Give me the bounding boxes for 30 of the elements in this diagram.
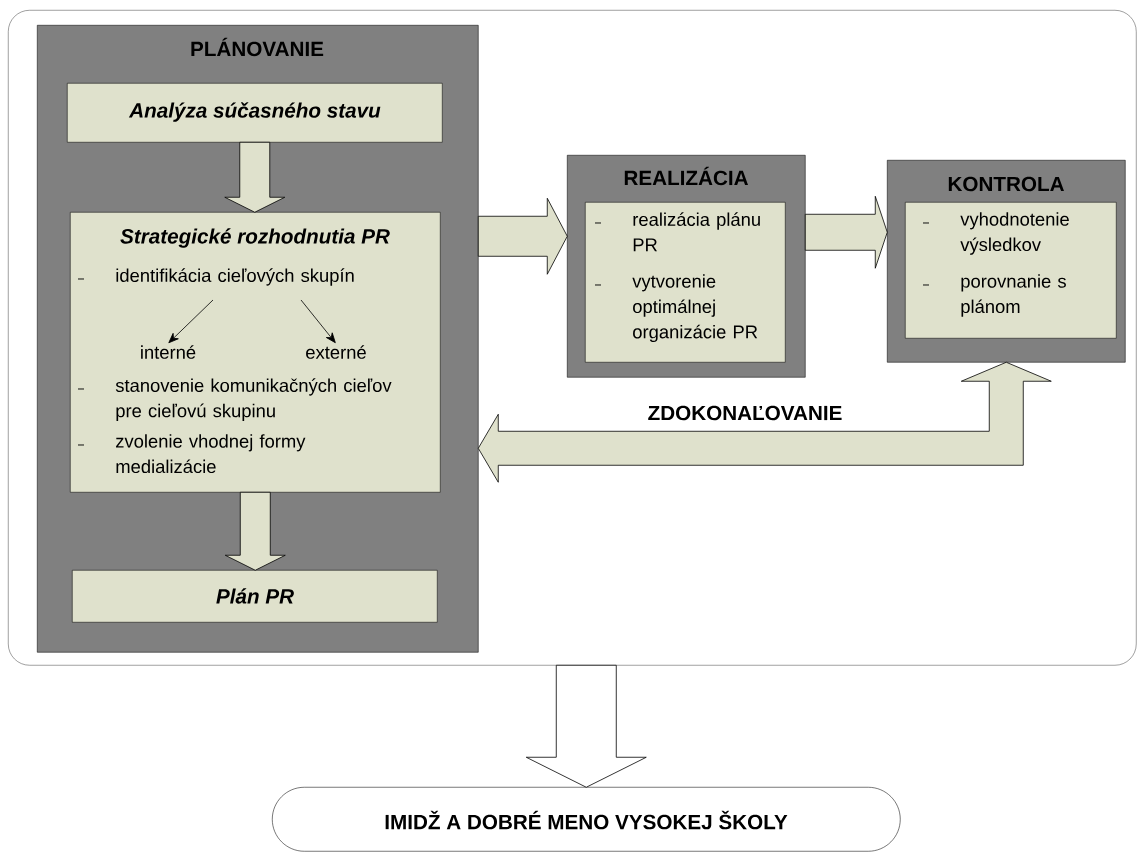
edge-label: ZDOKONAĽOVANIE [646,404,844,422]
bullet-item: vyhodnotenie výsledkov [922,212,1069,255]
bullet-item: realizácia plánu PR [594,212,760,252]
panel-title: KONTROLA [948,176,1064,192]
panel-title: REALIZÁCIA [624,166,748,186]
bullet-item: zvolenie vhodnej formy medializácie [77,434,306,474]
content-box [67,83,443,143]
bullet-item: vytvorenie optimálnej organizácie PR [594,274,758,343]
box-title: Strategické rozhodnutia PR [120,228,390,248]
block-arrow [477,197,568,275]
block-arrow [477,361,1052,483]
content-box [905,202,1117,339]
block-arrow [804,195,888,269]
group-label: externé [306,345,366,359]
arrow [300,299,336,344]
bullet-item: identifikácia cieľových skupín [77,268,354,286]
content-box [70,212,441,493]
panel-title: PLÁNOVANIE [191,37,324,57]
block-arrow [224,141,286,213]
content-box [585,202,786,363]
block-arrow [525,664,647,788]
box-title: Analýza súčasného stavu [128,102,381,122]
box-title: Plán PR [216,588,294,604]
bullet-item: porovnanie s plánom [922,274,1066,317]
result-text: IMIDŽ A DOBRÉ MENO VYSOKEJ ŠKOLY [385,810,788,830]
arrow [168,299,214,344]
result-box [272,787,901,852]
content-box [72,570,438,623]
group-label: interné [141,345,196,359]
block-arrow [224,491,286,571]
